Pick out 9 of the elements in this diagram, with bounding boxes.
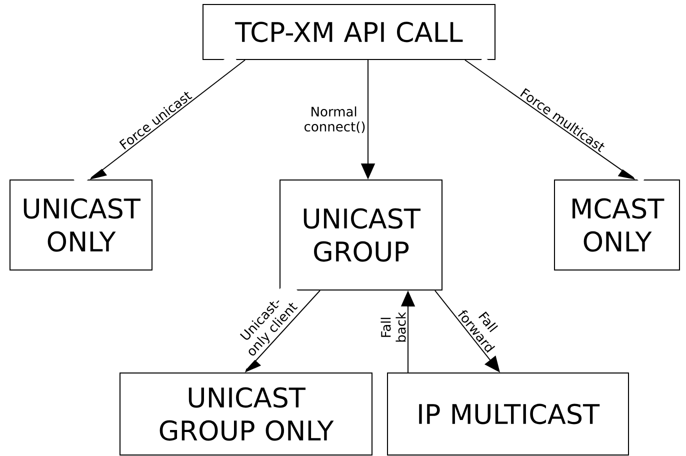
edge-label: Normal connect() — [302, 105, 365, 134]
process-box: MCAST ONLY — [554, 180, 680, 270]
process-box: IP MULTICAST — [387, 372, 629, 456]
process-box: TCP-XM API CALL — [202, 4, 496, 60]
process-box: UNICAST ONLY — [10, 180, 152, 270]
process-box: UNICAST GROUP — [280, 180, 442, 290]
process-box: UNICAST GROUP ONLY — [120, 372, 372, 456]
arrow — [434, 290, 500, 372]
edge-label: Fall back — [380, 306, 407, 348]
